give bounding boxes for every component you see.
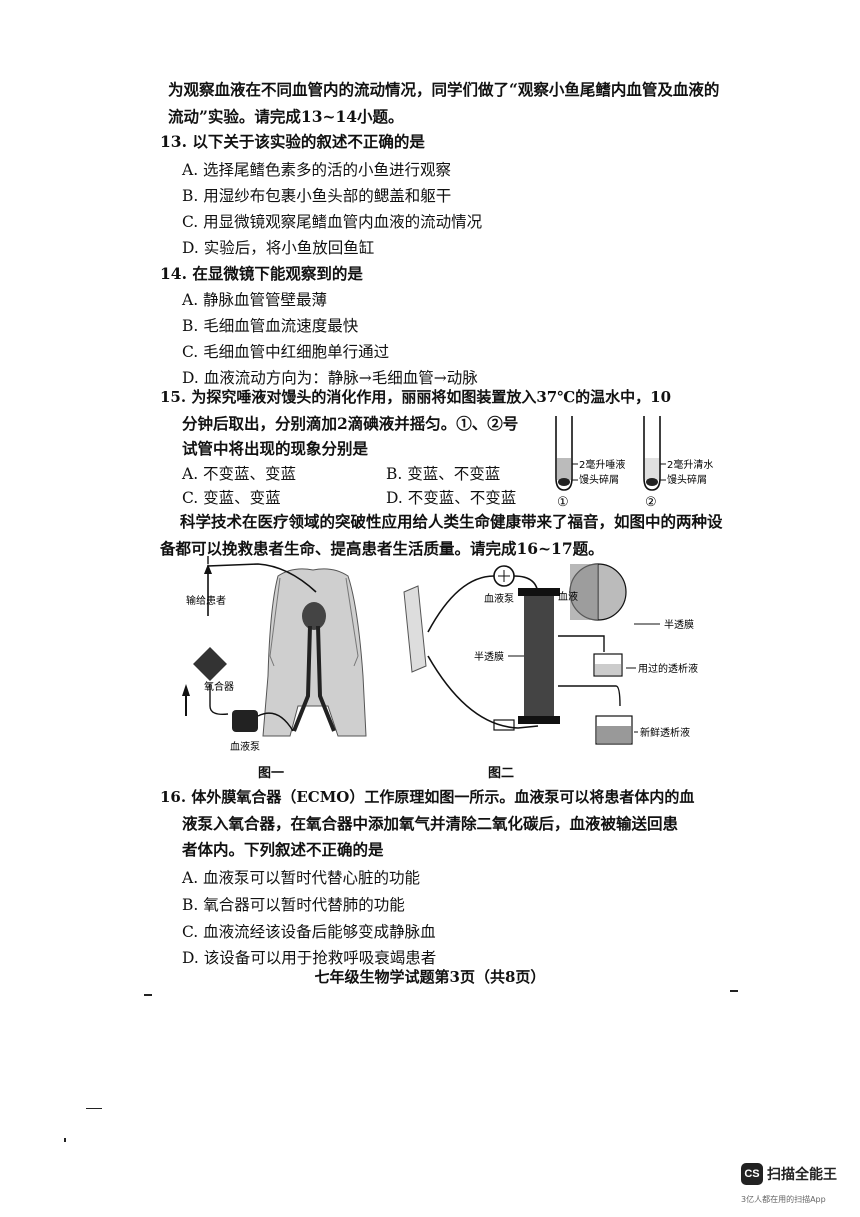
intro-paragraph-2: 科学技术在医疗领域的突破性应用给人类生命健康带来了福音，如图中的两种设备都可以挽… — [160, 512, 723, 558]
question-14-option-a: A. 静脉血管管壁最薄 — [182, 291, 328, 309]
fig2-used-dialysate-label: 用过的透析液 — [638, 662, 698, 675]
question-16-option-d: D. 该设备可以用于抢救呼吸衰竭患者 — [182, 949, 437, 967]
scanner-tagline: 3亿人都在用的扫描App — [741, 1195, 826, 1204]
page-footer: 七年级生物学试题第3页（共8页） — [314, 968, 546, 986]
scanner-logo-icon: CS — [741, 1163, 763, 1185]
fig2-pump-label: 血液泵 — [484, 592, 514, 605]
question-16-option-c: C. 血液流经该设备后能够变成静脉血 — [182, 923, 436, 941]
fig2-semipermeable-label-2: 半透膜 — [474, 650, 504, 663]
fig1-pump-label: 血液泵 — [230, 740, 260, 753]
tube-2-bottom-label: 馒头碎屑 — [667, 473, 707, 486]
figure-2-caption: 图二 — [488, 766, 515, 781]
tube-2-number: ② — [645, 495, 657, 510]
question-15-option-a: A. 不变蓝、变蓝 — [182, 465, 297, 483]
question-13-option-a: A. 选择尾鳍色素多的活的小鱼进行观察 — [182, 161, 452, 179]
question-15-option-b: B. 变蓝、不变蓝 — [386, 465, 501, 483]
question-15-option-d: D. 不变蓝、不变蓝 — [386, 489, 517, 507]
question-14-option-b: B. 毛细血管血流速度最快 — [182, 317, 359, 335]
question-16-stem-line-3: 者体内。下列叙述不正确的是 — [182, 840, 384, 859]
scan-speck — [64, 1138, 66, 1142]
question-13-option-c: C. 用显微镜观察尾鳍血管内血液的流动情况 — [182, 213, 483, 231]
question-15-stem-line-2: 分钟后取出，分别滴加2滴碘液并摇匀。①、②号 — [182, 414, 519, 433]
question-15-option-c: C. 变蓝、变蓝 — [182, 489, 281, 507]
fig1-to-patient-label: 输给患者 — [186, 594, 226, 607]
test-tube-2 — [643, 416, 666, 491]
question-16-stem-line-1: 16. 体外膜氧合器（ECMO）工作原理如图一所示。血液泵可以将患者体内的血 — [160, 788, 695, 806]
question-15-stem-line-1: 15. 为探究唾液对馒头的消化作用，丽丽将如图装置放入37℃的温水中，10 — [160, 388, 672, 406]
question-14-stem: 14. 在显微镜下能观察到的是 — [160, 264, 363, 283]
question-16-option-b: B. 氧合器可以暂时代替肺的功能 — [182, 896, 405, 914]
question-13-stem: 13. 以下关于该实验的叙述不正确的是 — [160, 132, 425, 151]
question-16-option-a: A. 血液泵可以暂时代替心脏的功能 — [182, 869, 421, 887]
question-14-option-d: D. 血液流动方向为：静脉→毛细血管→动脉 — [182, 369, 478, 387]
tube-1-top-label: 2毫升唾液 — [579, 458, 625, 471]
question-13-option-d: D. 实验后，将小鱼放回鱼缸 — [182, 239, 375, 257]
figure-1-ecmo-diagram: 输给患者 氧合器 血液泵 — [182, 556, 367, 753]
fig1-oxygenator-label: 氧合器 — [204, 680, 234, 693]
figure-1-caption: 图一 — [258, 766, 285, 781]
tube-2-top-label: 2毫升清水 — [667, 458, 713, 471]
tube-1-number: ① — [557, 495, 569, 510]
question-15-stem-line-3: 试管中将出现的现象分别是 — [182, 439, 369, 458]
fig2-semipermeable-label-1: 半透膜 — [664, 618, 694, 631]
figure-2-dialysis-diagram: 血液泵 血液 半透膜 半透膜 用过的透析液 新鲜透析液 — [403, 563, 698, 745]
intro-paragraph-1: 为观察血液在不同血管内的流动情况，同学们做了“观察小鱼尾鳍内血管及血液的流动”实… — [168, 80, 720, 126]
scan-speck — [730, 990, 738, 992]
question-16-stem-line-2: 液泵入氧合器，在氧合器中添加氧气并清除二氧化碳后，血液被输送回患 — [182, 814, 679, 833]
test-tube-figure: 2毫升唾液 馒头碎屑 ① 2毫升清水 馒头碎屑 ② — [555, 416, 713, 510]
test-tube-1 — [555, 416, 578, 491]
scan-speck — [86, 1108, 102, 1109]
question-14-option-c: C. 毛细血管中红细胞单行通过 — [182, 343, 390, 361]
fig2-blood-label: 血液 — [558, 590, 578, 603]
fig2-fresh-dialysate-label: 新鲜透析液 — [640, 726, 690, 739]
scanner-app-name: 扫描全能王 — [767, 1167, 837, 1183]
question-13-option-b: B. 用湿纱布包裹小鱼头部的鳃盖和躯干 — [182, 187, 452, 205]
tube-1-bottom-label: 馒头碎屑 — [579, 473, 619, 486]
scan-speck — [144, 994, 152, 996]
